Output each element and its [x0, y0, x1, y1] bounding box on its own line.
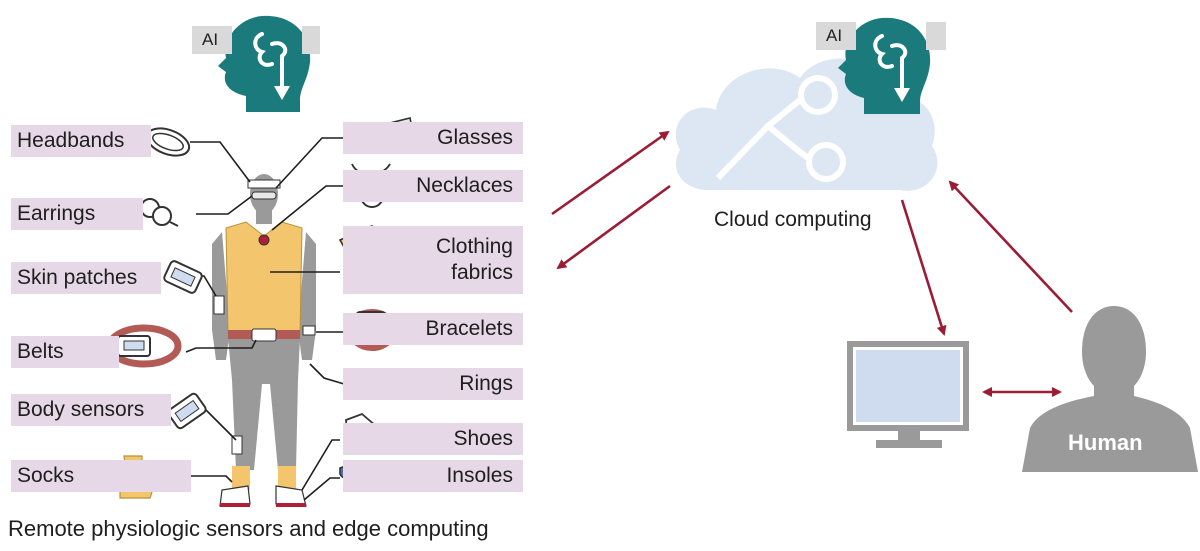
label-insoles: Insoles — [343, 460, 523, 492]
ai-head-icon-left — [218, 15, 311, 113]
label-shoes: Shoes — [343, 423, 523, 455]
figure-caption: Remote physiologic sensors and edge comp… — [8, 516, 489, 541]
ai-head-icon-right — [838, 17, 931, 115]
belt-icon — [106, 324, 182, 368]
human-label: Human — [1068, 430, 1143, 455]
label-rings: Rings — [343, 368, 523, 400]
earrings-icon — [140, 198, 179, 227]
label-clothing-fabrics: Clothing fabrics — [343, 226, 523, 294]
ai-tag-right-tail — [926, 22, 946, 50]
label-skin-patches: Skin patches — [11, 262, 161, 294]
flow-arrows — [551, 130, 1073, 397]
arrow-cloud-to-monitor — [900, 199, 947, 336]
arrow-sensors-to-cloud — [551, 130, 670, 216]
headband-icon — [145, 127, 191, 157]
label-body-sensors: Body sensors — [11, 394, 171, 426]
ai-tag-left: AI — [192, 26, 232, 54]
label-belts: Belts — [11, 336, 119, 368]
ai-tag-right: AI — [816, 22, 856, 50]
ai-tag-left-tail — [302, 26, 320, 54]
monitor-icon — [847, 341, 969, 448]
human-silhouette-icon — [1022, 306, 1198, 472]
arrow-human-to-cloud — [948, 180, 1073, 313]
label-necklaces: Necklaces — [343, 170, 523, 202]
skin-patch-icon — [163, 260, 203, 294]
label-headbands: Headbands — [11, 125, 151, 157]
label-bracelets: Bracelets — [343, 313, 523, 345]
human-figure — [212, 174, 316, 507]
label-earrings: Earrings — [11, 198, 143, 230]
arrow-cloud-to-sensors — [556, 184, 671, 270]
label-socks: Socks — [11, 460, 191, 492]
ai-tag-right-text: AI — [826, 26, 843, 45]
cloud-computing-label: Cloud computing — [714, 208, 872, 231]
label-glasses: Glasses — [343, 122, 523, 154]
body-sensor-icon — [167, 392, 207, 430]
leader-lines — [172, 137, 356, 501]
ai-tag-left-text: AI — [202, 30, 219, 49]
